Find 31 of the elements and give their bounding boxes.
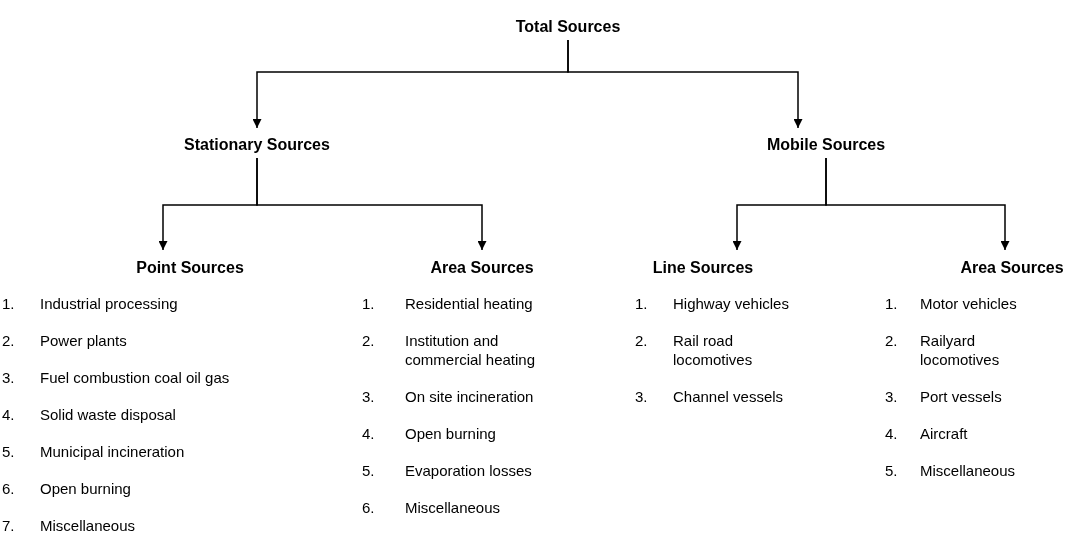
list-item: 3. On site incineration	[362, 387, 535, 406]
heading: Mobile Sources	[766, 136, 886, 153]
list-item: 4. Aircraft	[885, 424, 969, 443]
list-item: 1. Industrial processing	[2, 294, 179, 313]
list-item: 3. Port vessels	[885, 387, 1003, 406]
list-item: 4. Solid waste disposal	[2, 405, 177, 424]
heading: Area Sources	[430, 259, 534, 276]
list-item: 4. Open burning	[362, 424, 497, 443]
list-item: 1. Residential heating	[362, 294, 534, 313]
arrow	[256, 157, 487, 251]
list-item: 6. Open burning	[2, 479, 132, 498]
list-item: 1. Highway vehicles	[635, 294, 790, 313]
list-item: 2. Institution and commercial heating	[362, 331, 537, 369]
heading: Area Sources	[960, 259, 1064, 276]
arrow	[825, 157, 1010, 251]
heading: Line Sources	[652, 259, 754, 276]
list-item: 3. Fuel combustion coal oil gas	[2, 368, 231, 387]
list-item: 2. Rail road locomotives	[635, 331, 754, 369]
list-item: 1. Motor vehicles	[885, 294, 1018, 313]
list-item: 5. Municipal incineration	[2, 442, 186, 461]
heading: Stationary Sources	[184, 136, 330, 153]
list-item: 3. Channel vessels	[635, 387, 785, 406]
arrow	[567, 39, 803, 129]
list-item: 6. Miscellaneous	[362, 498, 502, 517]
list-item: 2. Power plants	[2, 331, 128, 350]
list-item: 7. Miscellaneous	[2, 516, 137, 535]
list-item: 5. Miscellaneous	[885, 461, 1017, 480]
list-item: 2. Railyard locomotives	[885, 331, 1001, 369]
list-item: 5. Evaporation losses	[362, 461, 533, 480]
heading: Point Sources	[136, 259, 244, 276]
heading: Total Sources	[515, 18, 621, 35]
